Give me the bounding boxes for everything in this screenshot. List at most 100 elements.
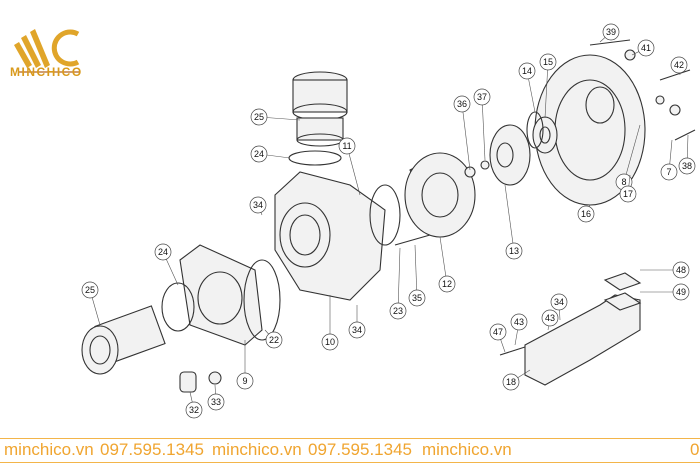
callout-17: 17 <box>619 174 637 203</box>
leader-line <box>481 96 486 161</box>
footer-phone[interactable]: 097.595.1345 <box>308 440 412 459</box>
plug-and-nut <box>179 371 222 393</box>
leader-line <box>544 61 549 119</box>
callout-circle <box>672 283 690 301</box>
pump-base <box>524 272 642 386</box>
callout-circle <box>489 323 507 341</box>
callout-circle <box>348 321 366 339</box>
flange <box>161 244 281 346</box>
callout-circle <box>389 302 407 320</box>
part-number: 10 <box>325 337 335 347</box>
part-number: 43 <box>545 313 555 323</box>
callout-circle <box>678 157 696 175</box>
seal-plate <box>526 54 681 206</box>
callout-42: 42 <box>670 56 688 76</box>
callout-37: 37 <box>473 88 491 161</box>
callout-circle <box>250 145 268 163</box>
callout-circle <box>637 39 655 57</box>
callout-circle <box>602 23 620 41</box>
footer-website[interactable]: minchico.vn <box>422 440 512 459</box>
callout-circle <box>577 205 595 223</box>
part-number: 38 <box>682 161 692 171</box>
callout-18: 18 <box>502 369 531 391</box>
callout-35: 35 <box>408 244 426 307</box>
footer-website[interactable]: minchico.vn <box>212 440 302 459</box>
callout-25: 25 <box>81 281 101 326</box>
callout-24: 24 <box>154 243 179 286</box>
part-number: 18 <box>506 377 516 387</box>
footer-contact-bar: minchico.vn 097.595.1345 minchico.vn 097… <box>0 438 700 463</box>
bolts <box>394 39 696 356</box>
callout-circle <box>539 53 557 71</box>
callout-circle <box>672 261 690 279</box>
part-number: 34 <box>554 297 564 307</box>
callout-14: 14 <box>518 62 536 113</box>
callout-24: 24 <box>250 145 291 163</box>
callout-circle <box>473 88 491 106</box>
callout-circle <box>453 95 471 113</box>
footer-phone[interactable]: 097.595.1345 <box>100 440 204 459</box>
part-number: 25 <box>254 112 264 122</box>
callout-circle <box>154 243 172 261</box>
callout-48: 48 <box>640 261 690 279</box>
brand-name: MINCHICO <box>10 65 83 79</box>
callout-13: 13 <box>504 184 523 260</box>
part-number: 42 <box>674 60 684 70</box>
part-number: 39 <box>606 27 616 37</box>
leader-line <box>461 103 471 171</box>
callout-47: 47 <box>489 323 507 353</box>
callout-circle <box>502 373 520 391</box>
callout-circle <box>250 108 268 126</box>
part-number: 36 <box>457 99 467 109</box>
callout-9: 9 <box>236 340 254 390</box>
callout-circle <box>438 275 456 293</box>
union-part-top <box>288 71 348 166</box>
part-number: 17 <box>623 189 633 199</box>
callout-34: 34 <box>348 305 366 339</box>
callout-circle <box>236 372 254 390</box>
callout-circle <box>550 293 568 311</box>
callout-33: 33 <box>207 384 225 411</box>
leader-line <box>623 124 641 183</box>
callout-circle <box>81 281 99 299</box>
part-number: 34 <box>253 200 263 210</box>
callout-circle <box>338 137 356 155</box>
part-number: 41 <box>641 43 651 53</box>
callout-39: 39 <box>599 23 620 43</box>
callout-15: 15 <box>539 53 557 119</box>
callout-43: 43 <box>510 313 528 346</box>
callout-22: 22 <box>264 329 283 349</box>
part-number: 33 <box>211 397 221 407</box>
callout-circle <box>660 163 678 181</box>
part-number: 22 <box>269 335 279 345</box>
footer-website[interactable]: minchico.vn <box>4 440 94 459</box>
callout-circle <box>265 331 283 349</box>
part-number: 24 <box>158 247 168 257</box>
callout-34: 34 <box>550 293 568 321</box>
part-number: 49 <box>676 287 686 297</box>
part-number: 13 <box>509 246 519 256</box>
exploded-parts-drawing: 3941421415363725112434873817161312352310… <box>81 23 696 419</box>
callout-10: 10 <box>321 295 339 351</box>
part-number: 12 <box>442 279 452 289</box>
callout-circle <box>207 393 225 411</box>
callout-25: 25 <box>250 108 301 126</box>
callout-circle <box>408 289 426 307</box>
pump-housing <box>274 171 401 301</box>
part-number: 34 <box>352 325 362 335</box>
leader-line <box>397 247 401 312</box>
part-number: 32 <box>189 405 199 415</box>
part-number: 23 <box>393 306 403 316</box>
callout-23: 23 <box>389 247 407 320</box>
callout-32: 32 <box>185 391 203 419</box>
part-number: 35 <box>412 293 422 303</box>
part-number: 43 <box>514 317 524 327</box>
footer-phone-partial: 0 <box>690 440 700 459</box>
callout-circle <box>541 309 559 327</box>
leader-line <box>414 244 418 299</box>
callout-circle <box>505 242 523 260</box>
callout-49: 49 <box>640 283 690 301</box>
part-number: 24 <box>254 149 264 159</box>
callout-38: 38 <box>678 134 696 175</box>
